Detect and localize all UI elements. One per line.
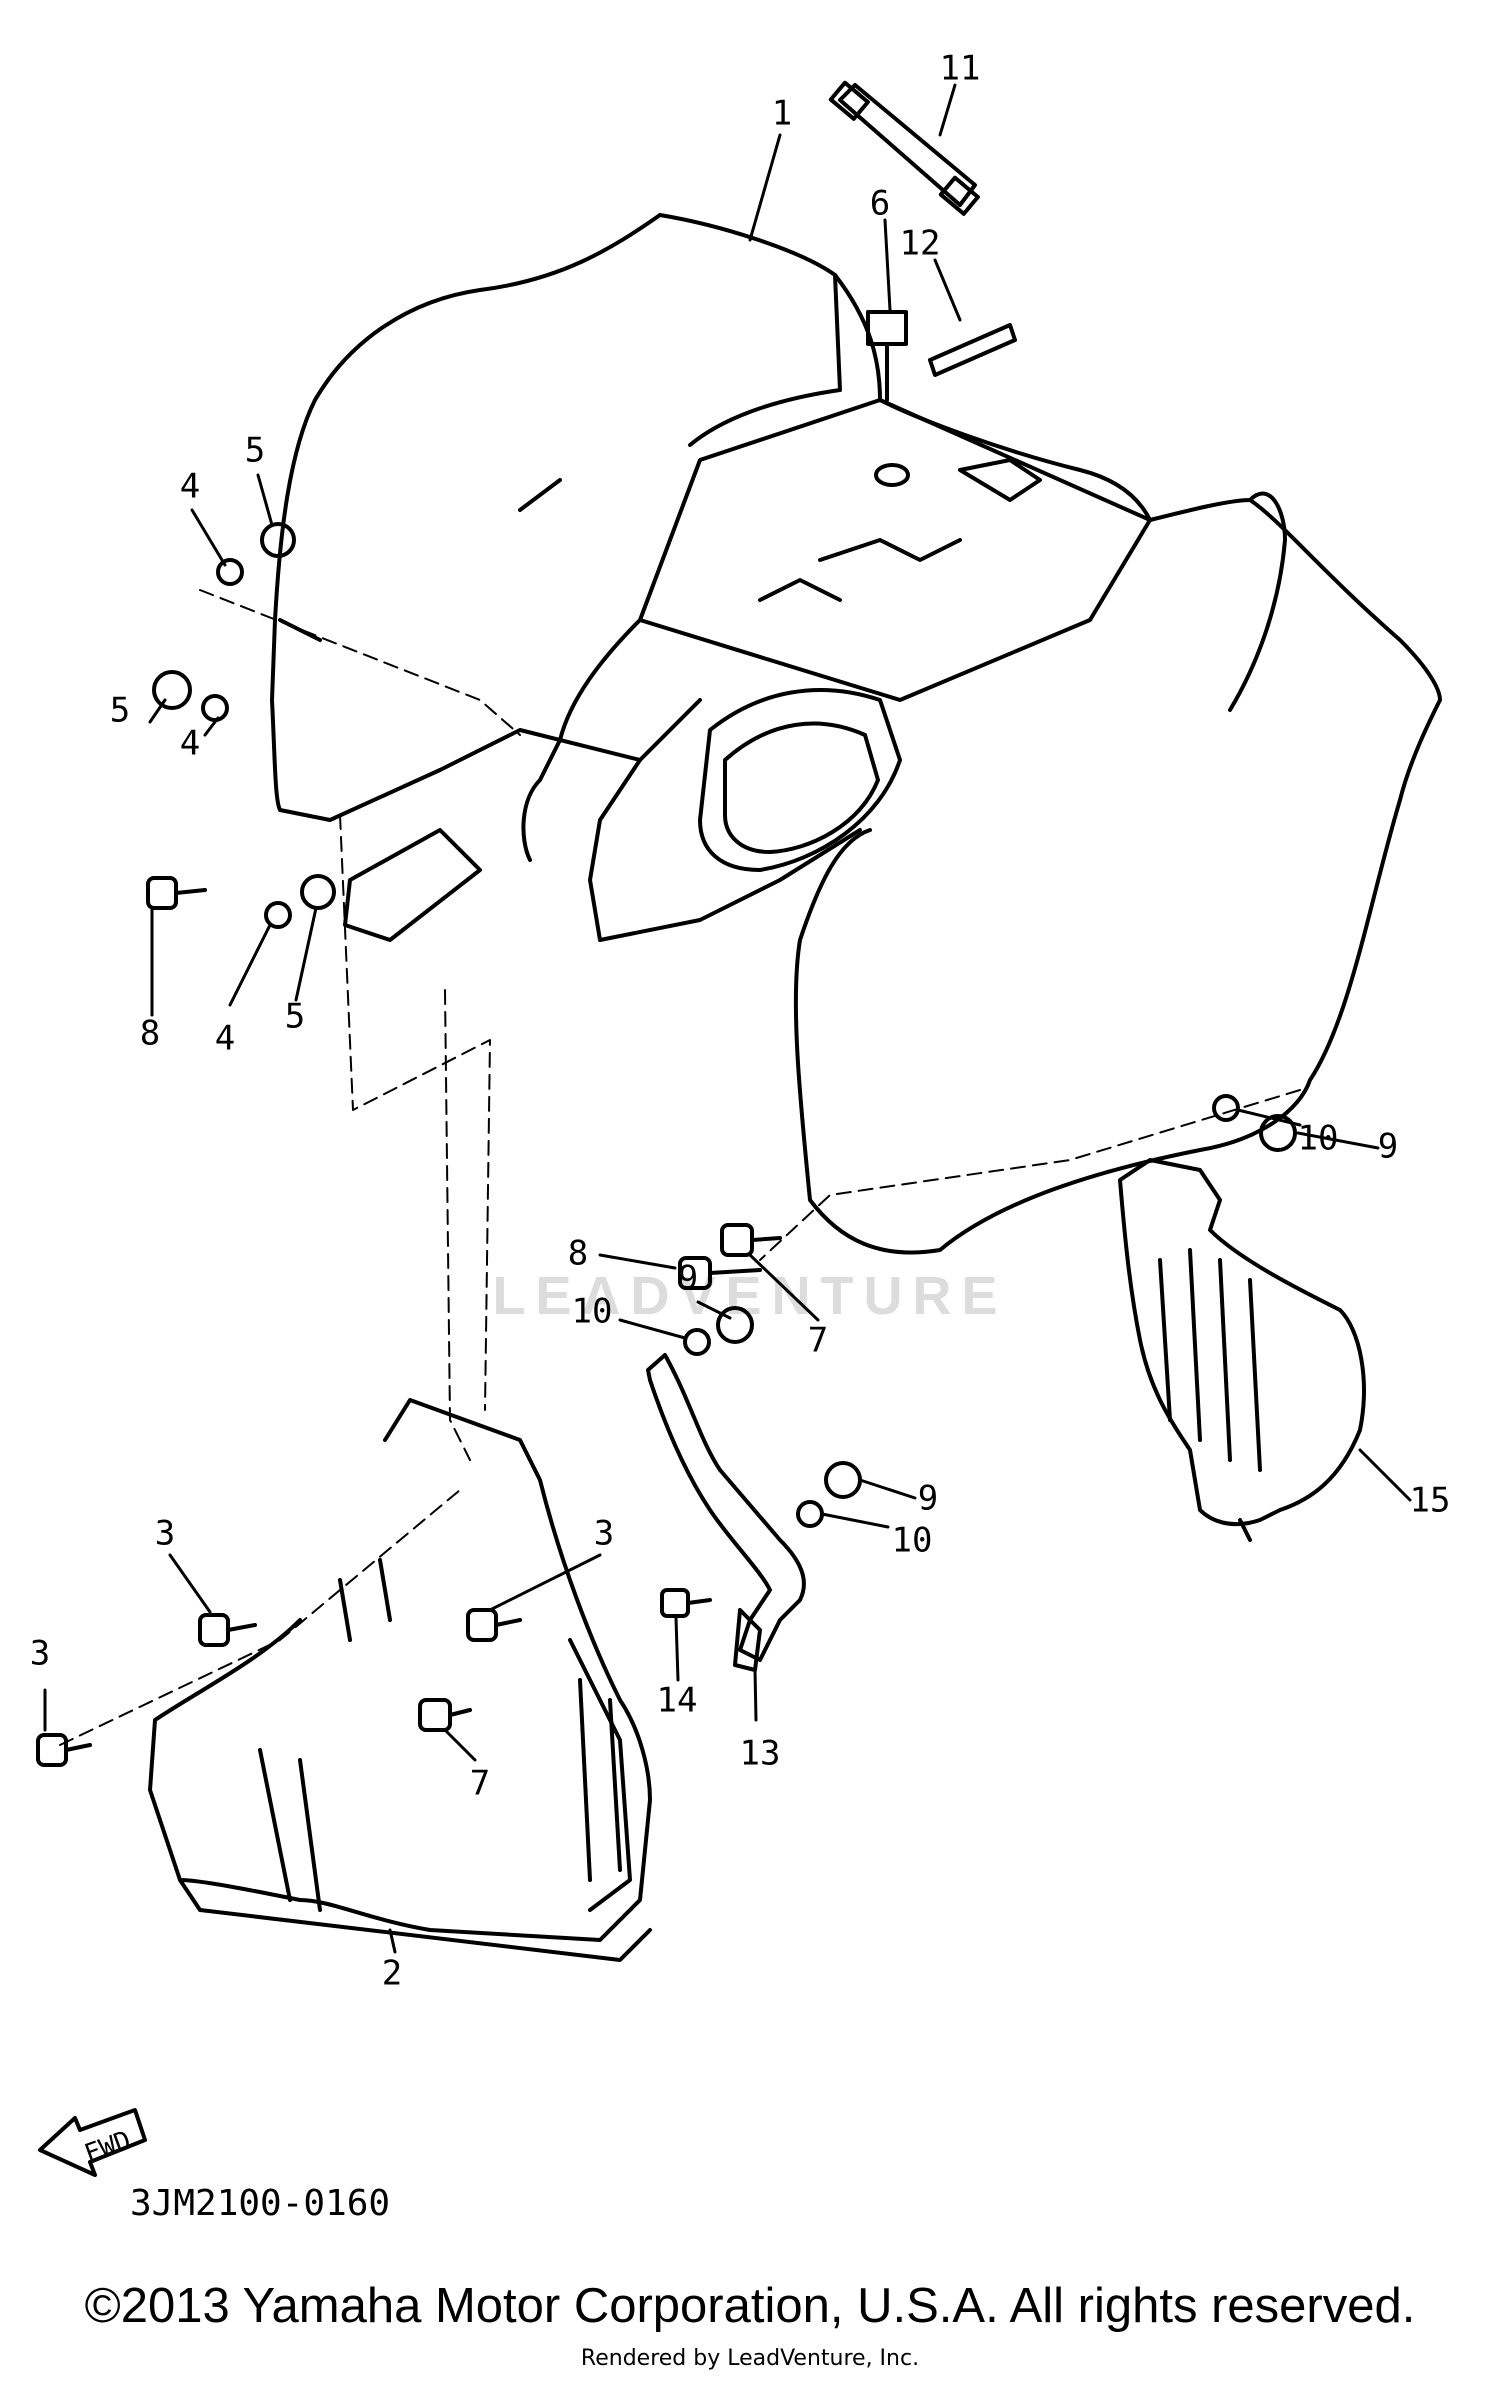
rear-bracket-part-13 <box>646 1353 806 1672</box>
callout-5: 5 <box>285 997 305 1037</box>
callout-12: 12 <box>900 224 941 264</box>
callout-9: 9 <box>1378 1127 1398 1167</box>
callout-8: 8 <box>568 1234 588 1274</box>
callout-5: 5 <box>110 691 130 731</box>
nut-part-9-c <box>824 1461 862 1499</box>
callout-3: 3 <box>594 1514 614 1554</box>
callout-3: 3 <box>155 1514 175 1554</box>
callout-8: 8 <box>140 1014 160 1054</box>
bolt-part-8-left <box>146 876 207 910</box>
callout-9: 9 <box>678 1259 698 1299</box>
nut-part-5-b <box>152 670 192 710</box>
callout-7: 7 <box>470 1764 490 1804</box>
rendered-by-credit: Rendered by LeadVenture, Inc. <box>580 2346 920 2371</box>
callout-11: 11 <box>940 49 981 89</box>
bolt-part-7-upper <box>720 1223 782 1257</box>
watermark-text: LEADVENTURE <box>492 1266 1008 1326</box>
strap-part-11 <box>828 80 980 216</box>
callout-7: 7 <box>808 1321 828 1361</box>
callout-3: 3 <box>30 1634 50 1674</box>
alignment-lines <box>59 589 1301 1746</box>
callout-4: 4 <box>180 724 200 764</box>
front-mud-flap-part-2 <box>148 1398 652 1962</box>
bolt-part-14 <box>660 1588 712 1618</box>
callout-2: 2 <box>382 1954 402 1994</box>
fwd-arrow-label: FWD <box>81 2125 135 2169</box>
washer-part-4-a <box>216 558 244 586</box>
bolt-part-8-right <box>678 1256 762 1290</box>
bolt-part-7-lower <box>418 1698 472 1732</box>
washer-part-4-c <box>264 901 292 929</box>
nut-part-9-b <box>716 1306 754 1344</box>
callout-4: 4 <box>215 1019 235 1059</box>
washer-part-4-b <box>201 694 229 722</box>
label-part-12 <box>928 323 1017 377</box>
bolt-part-3-c <box>466 1608 522 1642</box>
right-mud-flap-part-15 <box>1118 1158 1366 1542</box>
washer-part-10-c <box>796 1500 824 1528</box>
washer-part-10-b <box>683 1328 711 1356</box>
bolt-part-3-a <box>36 1733 92 1767</box>
callout-4: 4 <box>180 467 200 507</box>
callout-labels: 1 2 3 3 3 4 4 4 5 5 5 6 7 7 8 8 9 9 9 10… <box>30 49 1451 1994</box>
nut-part-9-a <box>1259 1114 1297 1152</box>
callout-5: 5 <box>245 431 265 471</box>
nut-part-5-c <box>300 874 336 910</box>
rear-fender-part-1 <box>270 213 1442 1255</box>
leader-lines <box>43 83 1412 1954</box>
nut-part-5-a <box>260 522 296 558</box>
callout-6: 6 <box>870 184 890 224</box>
fwd-arrow-icon <box>38 2108 147 2177</box>
bolt-part-6 <box>866 310 910 487</box>
bolt-part-3-b <box>198 1613 257 1647</box>
callout-15: 15 <box>1410 1481 1451 1521</box>
callout-10: 10 <box>892 1521 933 1561</box>
callout-1: 1 <box>772 94 792 134</box>
callout-9: 9 <box>918 1479 938 1519</box>
drawing-code: 3JM2100-0160 <box>130 2183 390 2224</box>
callout-14: 14 <box>657 1681 698 1721</box>
callout-10: 10 <box>572 1292 613 1332</box>
copyright-notice: ©2013 Yamaha Motor Corporation, U.S.A. A… <box>84 2279 1416 2333</box>
callout-10: 10 <box>1298 1119 1339 1159</box>
washer-part-10-a <box>1212 1094 1240 1122</box>
callout-13: 13 <box>740 1734 781 1774</box>
